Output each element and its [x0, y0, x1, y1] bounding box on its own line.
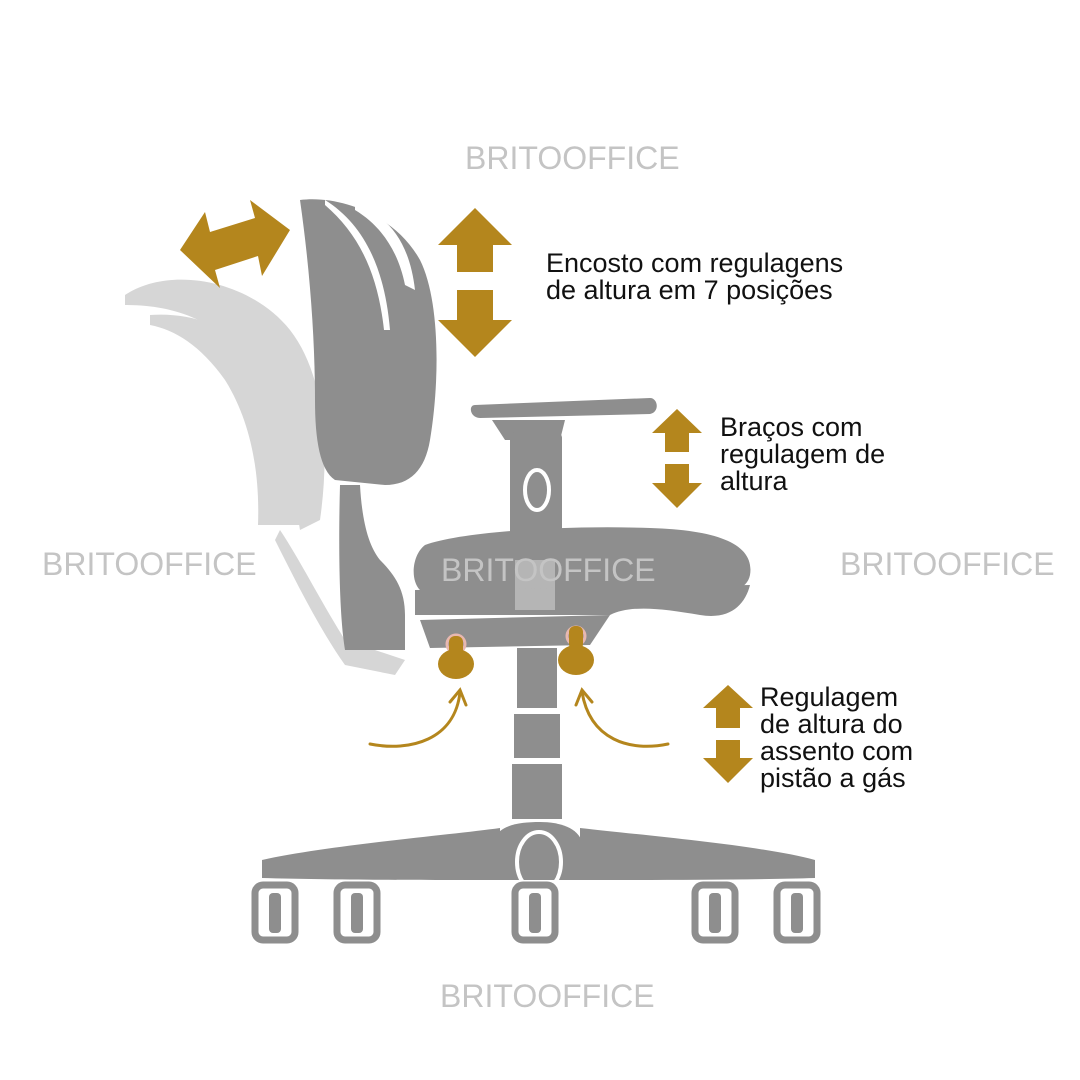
watermark-center: BRITOOFFICE — [441, 552, 656, 588]
caster — [511, 881, 559, 944]
seat-label: Regulagem de altura do assento com pistã… — [760, 682, 914, 793]
star-base — [262, 822, 815, 894]
left-curved-arrow-icon — [368, 687, 468, 748]
gas-column — [512, 648, 562, 819]
backrest-label: Encosto com regulagens de altura em 7 po… — [546, 248, 844, 305]
caster — [691, 881, 739, 944]
watermark-left: BRITOOFFICE — [42, 546, 257, 582]
backrest-up-down-arrow-icon — [438, 208, 512, 357]
left-lever-knob-icon — [438, 633, 474, 679]
watermark-bottom: BRITOOFFICE — [440, 978, 655, 1014]
casters — [251, 881, 821, 944]
right-curved-arrow-icon — [574, 687, 670, 748]
seat-up-down-arrow-icon — [703, 685, 753, 783]
seat — [413, 527, 751, 648]
caster — [251, 881, 299, 944]
arms-label: Braços com regulagem de altura — [720, 412, 886, 496]
caster — [333, 881, 381, 944]
watermark-right: BRITOOFFICE — [840, 546, 1055, 582]
right-lever-knob-icon — [558, 625, 594, 675]
caster — [773, 881, 821, 944]
watermark-top: BRITOOFFICE — [465, 140, 680, 176]
reclined-backrest-ghost — [125, 279, 405, 675]
arm-up-down-arrow-icon — [652, 409, 702, 508]
recline-double-arrow-icon — [180, 200, 290, 288]
backrest — [300, 199, 437, 650]
